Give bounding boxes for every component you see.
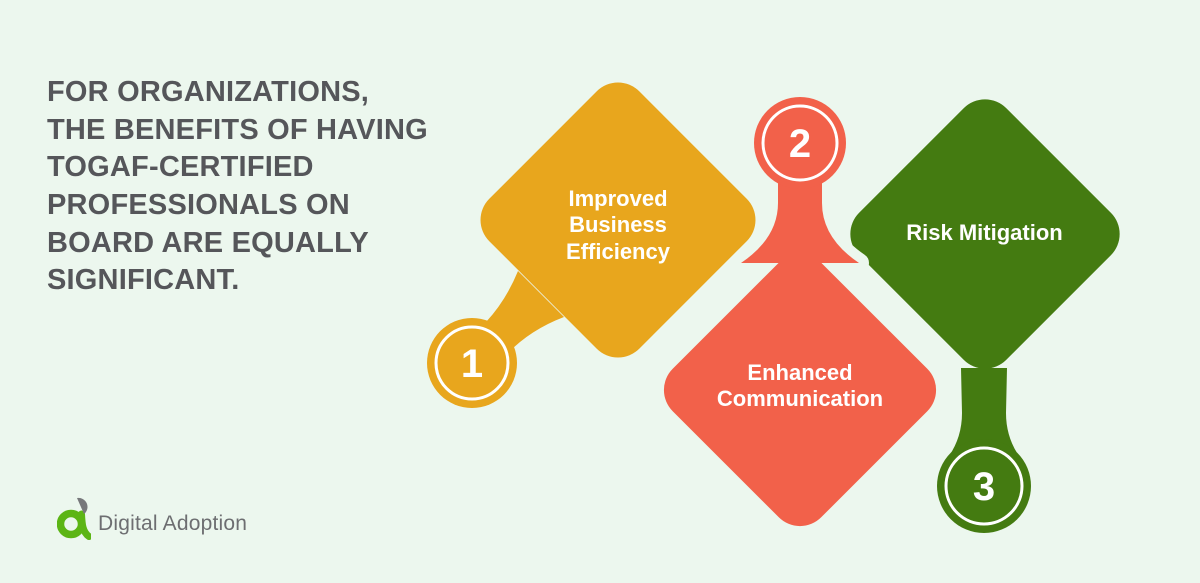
efficiency-number: 1 xyxy=(461,342,483,386)
risk-stem xyxy=(949,368,1019,456)
label-improved-business-efficiency: Improved Business Efficiency xyxy=(566,186,670,264)
label-risk-mitigation: Risk Mitigation xyxy=(906,220,1063,245)
efficiency-shape-group: 1 xyxy=(417,72,766,418)
label-enhanced-communication: Enhanced Communication xyxy=(716,360,884,412)
efficiency-diamond xyxy=(480,82,756,358)
communication-shape-group: 2 xyxy=(653,87,947,537)
risk-number-ring xyxy=(944,446,1024,526)
communication-number-circle xyxy=(754,97,846,189)
risk-number-circle xyxy=(937,439,1031,533)
efficiency-number-ring xyxy=(434,325,510,401)
risk-shape-group: 3 xyxy=(840,89,1130,543)
efficiency-number-circle xyxy=(427,318,517,408)
communication-number-ring xyxy=(761,104,839,182)
digital-adoption-a-icon xyxy=(57,497,91,540)
communication-number: 2 xyxy=(789,122,811,166)
risk-diamond xyxy=(850,99,1120,369)
communication-stem xyxy=(741,148,859,263)
digital-adoption-logo: Digital Adoption xyxy=(57,496,247,540)
risk-number: 3 xyxy=(973,465,995,509)
communication-diamond xyxy=(663,253,937,527)
headline: FOR ORGANIZATIONS, THE BENEFITS OF HAVIN… xyxy=(47,76,428,297)
logo-text: Digital Adoption xyxy=(98,512,248,535)
